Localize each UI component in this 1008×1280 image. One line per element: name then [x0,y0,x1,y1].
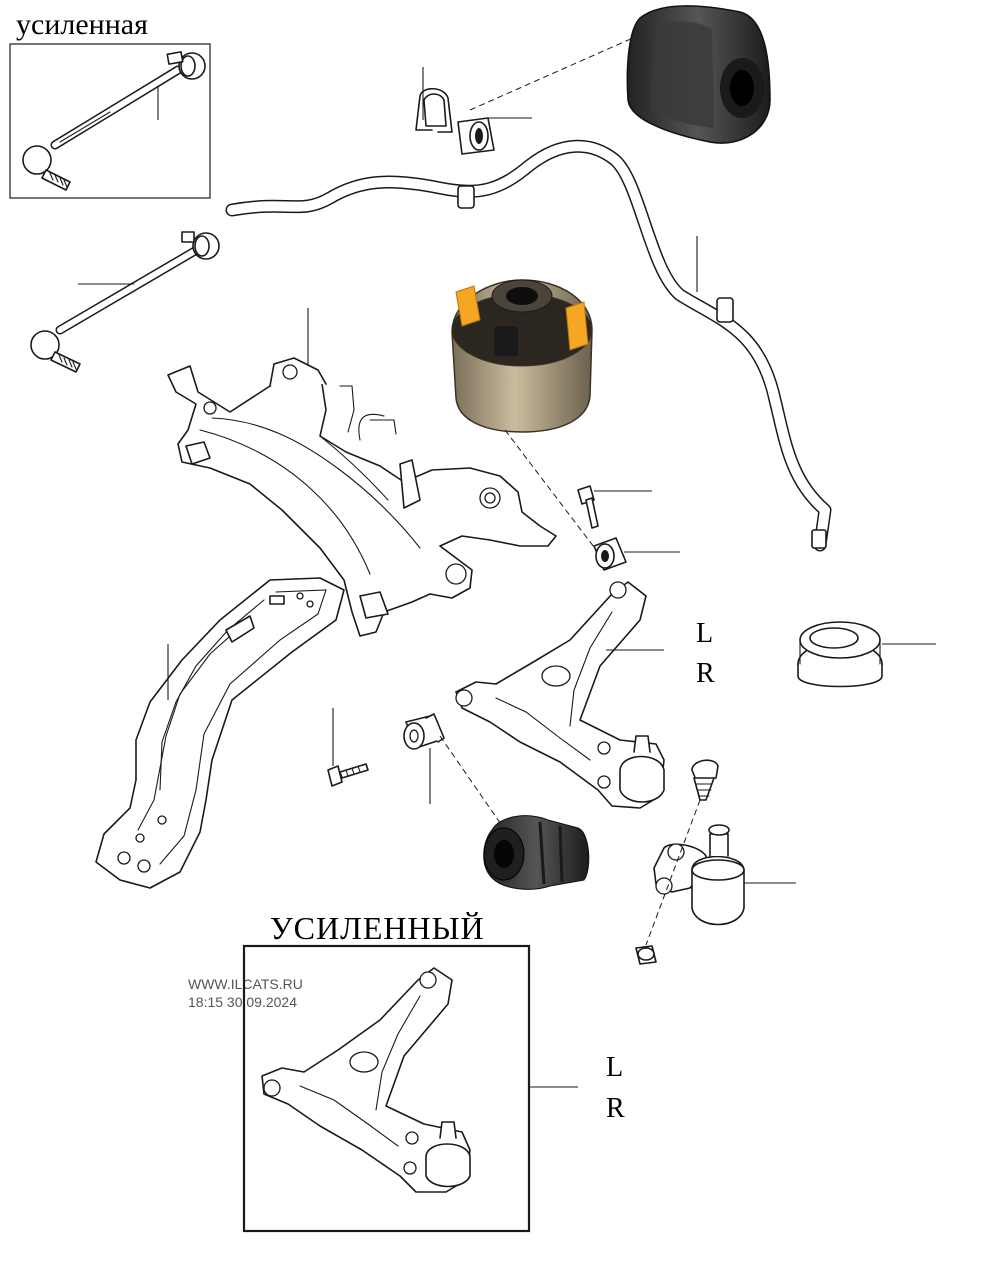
dash-ball-joint [645,799,701,946]
side-label-r-bottom: R [606,1093,625,1124]
reinforced-arm-frame [242,944,531,1233]
reinforced-lower-control-arm-icon[interactable] [261,967,471,1193]
watermark-site: WWW.ILCATS.RU [188,976,303,992]
bolt-icon[interactable] [327,763,369,787]
arm-bushing-ring-icon[interactable] [797,621,883,688]
side-label-l-top: L [696,618,714,649]
dash-to-rubber-bushing [439,735,506,831]
reinforced-link-title: усиленная [16,8,148,41]
stabilizer-link-icon[interactable] [30,231,220,373]
arm-bushing-photo-icon [451,279,593,433]
front-arm-bushing-icon[interactable] [403,713,445,750]
stabilizer-bushing-small-icon[interactable] [457,117,495,155]
skid-plate-icon[interactable] [95,577,345,889]
stabilizer-bracket-icon[interactable] [415,87,453,133]
ball-joint-icon[interactable] [635,759,745,965]
stabilizer-bar-icon[interactable] [225,139,832,552]
reinforced-link-frame [9,43,211,199]
arm-bolt-icon[interactable] [577,485,599,529]
watermark-timestamp: 18:15 30.09.2024 [188,994,297,1010]
reinforced-arm-title: УСИЛЕННЫЙ [270,910,485,946]
subframe-icon[interactable] [167,357,557,637]
side-label-l-bottom: L [606,1052,624,1083]
dash-to-arm-bushing [504,429,601,556]
lower-control-arm-icon[interactable] [455,581,665,809]
rear-arm-bushing-icon[interactable] [593,537,627,571]
rubber-bushing-photo-icon [483,815,590,890]
reinforced-stabilizer-link-icon[interactable] [22,51,206,191]
side-label-r-top: R [696,658,715,689]
dash-to-bushing-photo [469,25,661,111]
stabilizer-bushing-photo-icon [626,5,771,144]
